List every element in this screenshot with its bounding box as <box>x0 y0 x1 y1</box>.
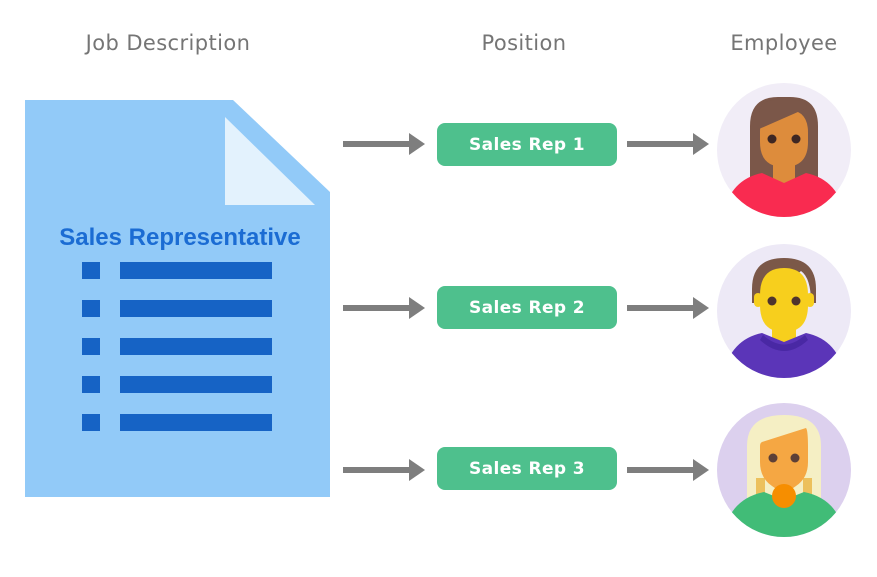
employee-avatar-1-woman-red-shirt-icon[interactable] <box>714 80 854 220</box>
job-description-document-icon: Sales Representative <box>25 100 330 497</box>
avatar-face <box>760 109 808 167</box>
column-header-job-description: Job Description <box>85 31 251 55</box>
arrow-doc-to-position-2 <box>343 297 425 319</box>
document-fold-corner <box>225 117 315 205</box>
employee-avatar-3-woman-green-shirt-icon[interactable] <box>714 400 854 540</box>
arrow-position-to-employee-3 <box>627 459 709 481</box>
position-badge-sales-rep-3[interactable]: Sales Rep 3 <box>437 447 617 490</box>
arrow-position-to-employee-1 <box>627 133 709 155</box>
column-header-employee: Employee <box>730 31 838 55</box>
avatar-face <box>760 268 808 332</box>
arrow-head-icon <box>693 459 709 481</box>
avatar-eye <box>768 453 778 463</box>
arrow-doc-to-position-3 <box>343 459 425 481</box>
document-body <box>25 100 330 497</box>
arrow-shaft <box>343 305 410 311</box>
avatar-shirt <box>722 333 846 378</box>
avatar-fringe <box>759 100 807 129</box>
employee-avatar-2-man-purple-shirt-icon[interactable] <box>714 241 854 381</box>
arrow-shaft <box>627 305 694 311</box>
position-badge-sales-rep-2[interactable]: Sales Rep 2 <box>437 286 617 329</box>
avatar-hair-strand <box>803 478 812 506</box>
avatar-hair-strand <box>756 478 765 506</box>
avatar-collar <box>772 484 796 508</box>
arrow-shaft <box>627 141 694 147</box>
avatar-collar <box>760 335 808 351</box>
avatar-shirt <box>722 492 846 537</box>
arrow-head-icon <box>409 459 425 481</box>
document-title: Sales Representative <box>59 224 300 251</box>
arrow-shaft <box>627 467 694 473</box>
arrow-head-icon <box>693 297 709 319</box>
arrow-position-to-employee-2 <box>627 297 709 319</box>
avatar-eye <box>790 453 800 463</box>
arrow-shaft <box>343 467 410 473</box>
avatar-eye <box>791 296 801 306</box>
document-lines <box>82 262 272 431</box>
arrow-head-icon <box>409 297 425 319</box>
avatar-eye <box>767 296 777 306</box>
position-badge-sales-rep-1[interactable]: Sales Rep 1 <box>437 123 617 166</box>
column-header-position: Position <box>481 31 567 55</box>
avatar-shirt <box>722 173 846 217</box>
avatar-eye <box>791 134 801 144</box>
arrow-head-icon <box>693 133 709 155</box>
arrow-doc-to-position-1 <box>343 133 425 155</box>
arrow-head-icon <box>409 133 425 155</box>
avatar-eye <box>767 134 777 144</box>
avatar-face <box>760 428 808 494</box>
arrow-shaft <box>343 141 410 147</box>
